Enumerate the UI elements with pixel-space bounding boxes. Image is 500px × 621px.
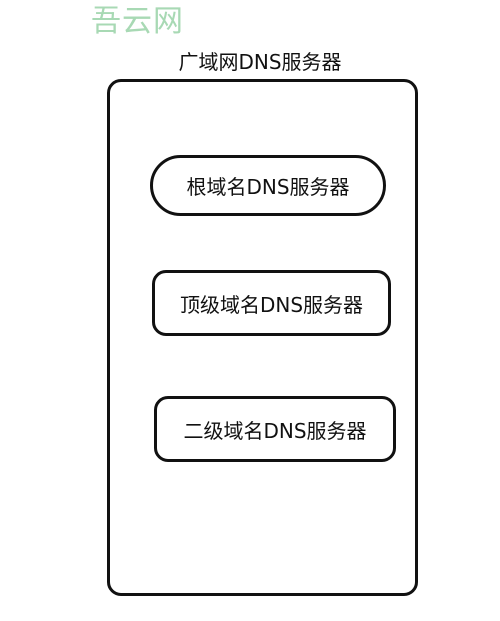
tld-dns-server-label: 顶级域名DNS服务器 (179, 292, 364, 317)
tld-dns-server-node: 顶级域名DNS服务器 (152, 270, 391, 336)
root-dns-server-node: 根域名DNS服务器 (150, 155, 386, 216)
sld-dns-server-node: 二级域名DNS服务器 (154, 396, 396, 462)
wan-dns-server-title: 广域网DNS服务器 (178, 50, 342, 74)
root-dns-server-label: 根域名DNS服务器 (186, 175, 350, 199)
watermark-logo: 吾云网 (91, 4, 184, 39)
wan-dns-server-container (107, 79, 418, 596)
sld-dns-server-label: 二级域名DNS服务器 (183, 418, 367, 443)
